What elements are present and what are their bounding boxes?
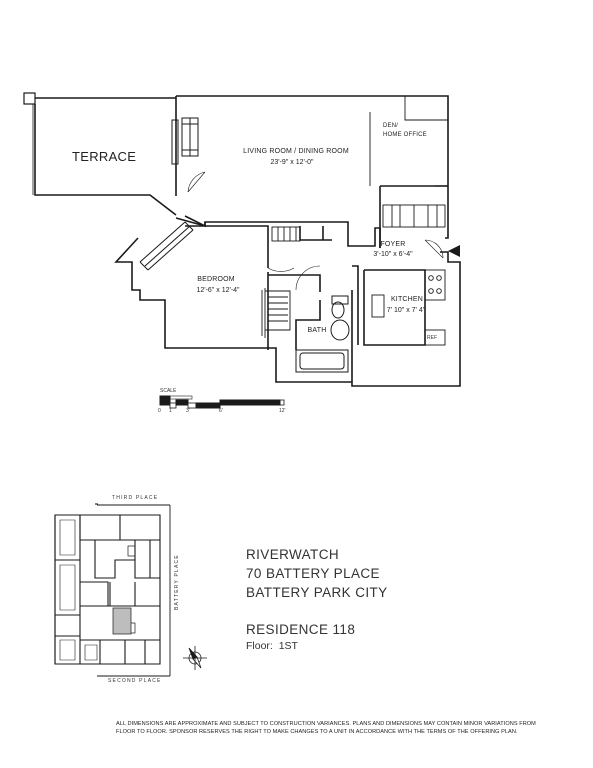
scale-tick-12: 12': [279, 408, 286, 414]
living-room-label: LIVING ROOM / DINING ROOM: [243, 148, 349, 155]
disclaimer-line-1: ALL DIMENSIONS ARE APPROXIMATE AND SUBJE…: [116, 721, 536, 727]
building-area: BATTERY PARK CITY: [246, 585, 388, 600]
ref-label: REF: [427, 335, 437, 341]
terrace-label: TERRACE: [72, 149, 137, 164]
scale-tick-1: 1: [169, 408, 172, 414]
apartment-outline: [114, 95, 461, 387]
kitchen-label: KITCHEN: [390, 296, 424, 303]
terrace-corner-post: [23, 92, 36, 105]
street-second-place: SECOND PLACE: [108, 678, 162, 684]
bedroom-dimension: 12'-6" x 12'-4": [196, 287, 240, 294]
foyer-dimension: 3'-10" x 6'-4": [373, 251, 413, 258]
scale-tick-0: 0: [158, 408, 161, 414]
street-battery-place: BATTERY PLACE: [174, 554, 180, 610]
street-third-place: THIRD PLACE: [112, 495, 159, 501]
bath-label: BATH: [307, 327, 327, 334]
highlighted-unit: [112, 607, 132, 635]
building-address: 70 BATTERY PLACE: [246, 566, 380, 581]
floor-label: Floor: 1ST: [246, 641, 298, 652]
entry-arrow: [448, 245, 460, 257]
residence-number: RESIDENCE 118: [246, 622, 356, 637]
site-key-plan: [54, 503, 171, 677]
scale-tick-6: 6': [219, 408, 223, 414]
scale-bar: [159, 395, 285, 409]
den-label-line1: DEN/: [383, 123, 399, 129]
floor-label-text: Floor:: [246, 640, 273, 652]
floor-value: 1ST: [278, 640, 298, 652]
kitchen-dimension: 7' 10" x 7' 4": [386, 307, 426, 314]
foyer-label: FOYER: [380, 241, 406, 248]
building-name: RIVERWATCH: [246, 547, 340, 562]
bedroom-label: BEDROOM: [197, 276, 235, 283]
scale-tick-3: 3': [186, 408, 190, 414]
disclaimer-line-2: FLOOR TO FLOOR. SPONSOR RESERVES THE RIG…: [116, 729, 518, 735]
den-label-line2: HOME OFFICE: [383, 132, 427, 138]
north-compass-icon: [183, 646, 207, 670]
scale-title: SCALE: [160, 388, 177, 394]
terrace-outline: [34, 97, 177, 216]
living-room-dimension: 23'-9" x 12'-0": [270, 159, 314, 166]
